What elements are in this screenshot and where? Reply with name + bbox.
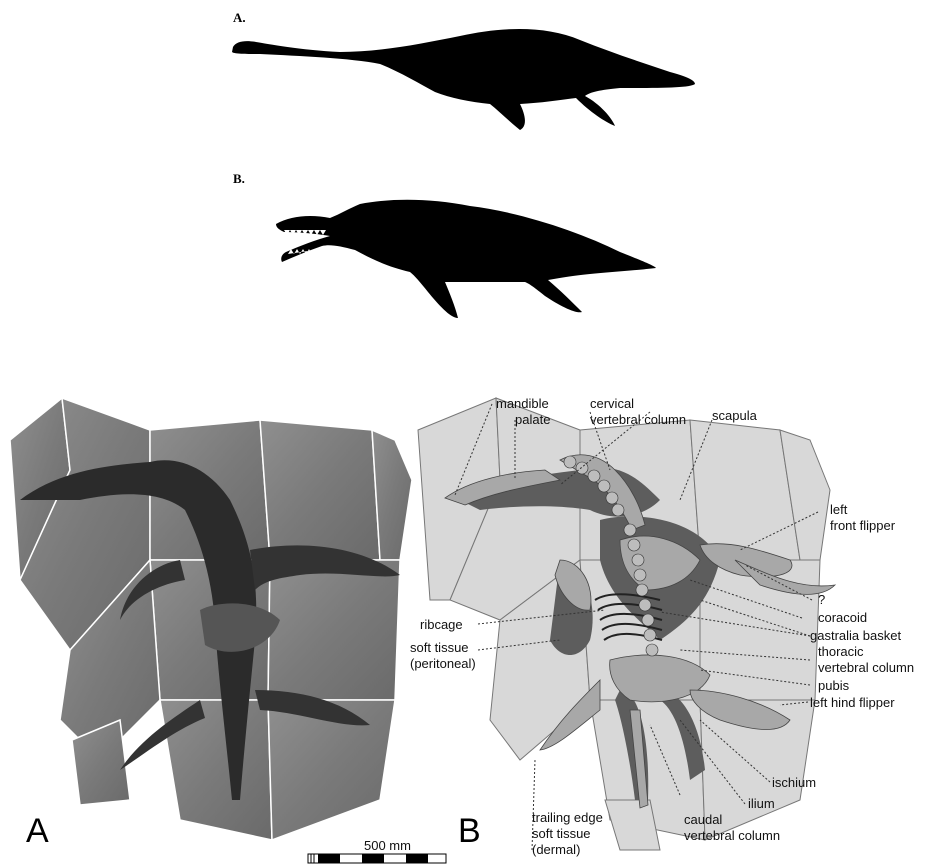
scale-bar: [0, 0, 929, 864]
